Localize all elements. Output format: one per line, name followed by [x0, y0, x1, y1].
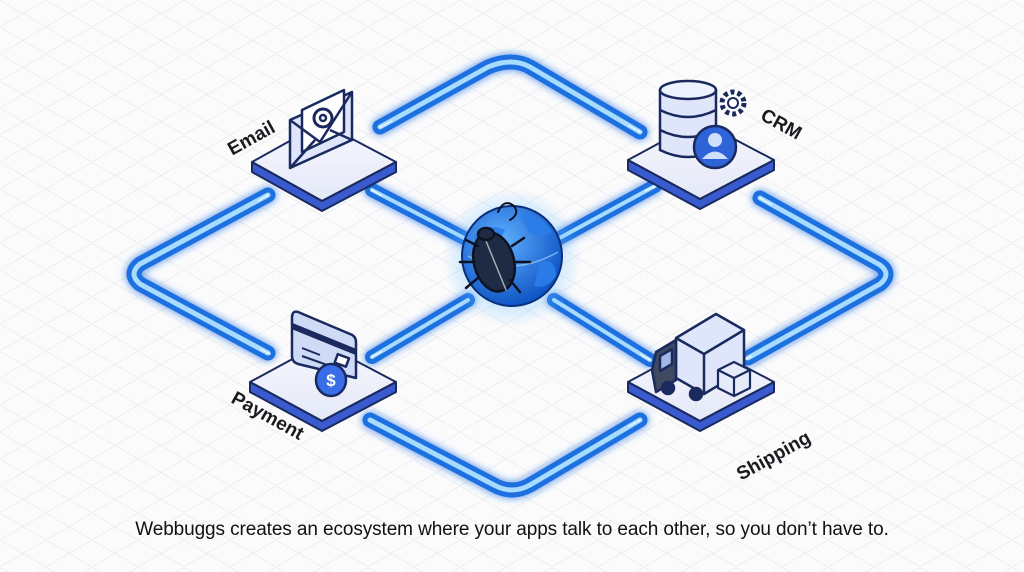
flow-arrows	[257, 120, 773, 428]
pipe-outer-bottom	[362, 412, 648, 498]
gear-icon	[719, 89, 747, 117]
email-platform	[251, 122, 397, 212]
package-box-icon	[716, 360, 752, 398]
dollar-coin-icon: $	[314, 362, 348, 398]
credit-card-icon	[290, 310, 358, 380]
pipe-outer-top	[372, 54, 648, 140]
globe-bug-icon	[458, 202, 532, 294]
svg-text:$: $	[326, 371, 336, 390]
caption-text: Webbuggs creates an ecosystem where your…	[135, 519, 889, 540]
pipe-outer-right	[740, 190, 894, 366]
user-avatar-icon	[692, 124, 738, 170]
crm-label: CRM	[757, 105, 805, 144]
email-envelope-icon	[288, 88, 354, 170]
shipping-label: Shipping	[733, 427, 814, 485]
pipe-outer-left	[126, 187, 276, 361]
